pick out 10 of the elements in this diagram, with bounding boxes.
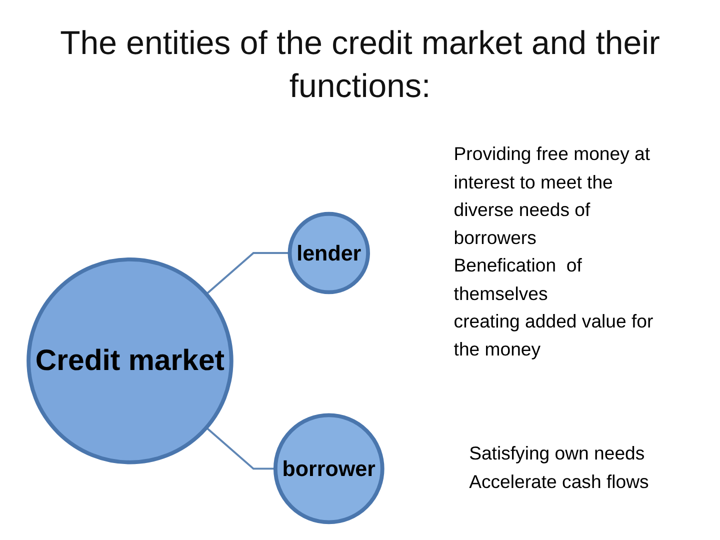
connector: [206, 426, 276, 470]
title: The entities of the credit market and their functions:: [59, 23, 661, 106]
node-label: Satisfying own needs: [469, 444, 645, 464]
node-label: Providing free money at interest to meet the diverse needs of borrowers: [454, 144, 650, 249]
node-label: Accelerate cash flows: [469, 472, 649, 492]
node-label: creating added value for the money: [454, 312, 654, 360]
connector: [206, 252, 290, 295]
node-circle: lender: [288, 212, 370, 294]
node-circle: Credit market: [26, 257, 234, 464]
node-circle: borrower: [273, 413, 384, 524]
